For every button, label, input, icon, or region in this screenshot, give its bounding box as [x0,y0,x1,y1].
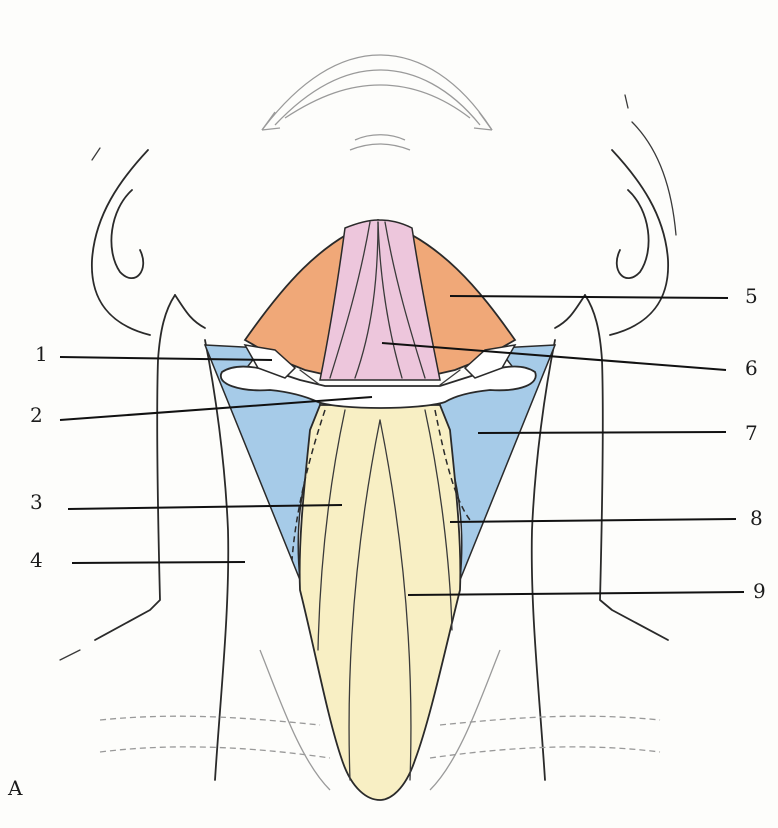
yellow-region [300,405,461,800]
leader-4 [72,562,245,563]
label-4: 4 [30,548,43,572]
label-9: 9 [753,579,766,603]
leader-7 [478,432,726,433]
leader-5 [450,296,728,298]
leader-8 [450,519,736,522]
panel-letter: A [7,776,23,800]
label-3: 3 [30,490,43,514]
label-6: 6 [745,356,758,380]
right-ear [610,95,676,335]
label-7: 7 [745,421,758,445]
label-2: 2 [30,403,43,427]
chin-outline [262,55,492,150]
left-ear [92,148,150,335]
label-8: 8 [750,506,763,530]
label-1: 1 [35,342,48,366]
label-5: 5 [745,284,758,308]
